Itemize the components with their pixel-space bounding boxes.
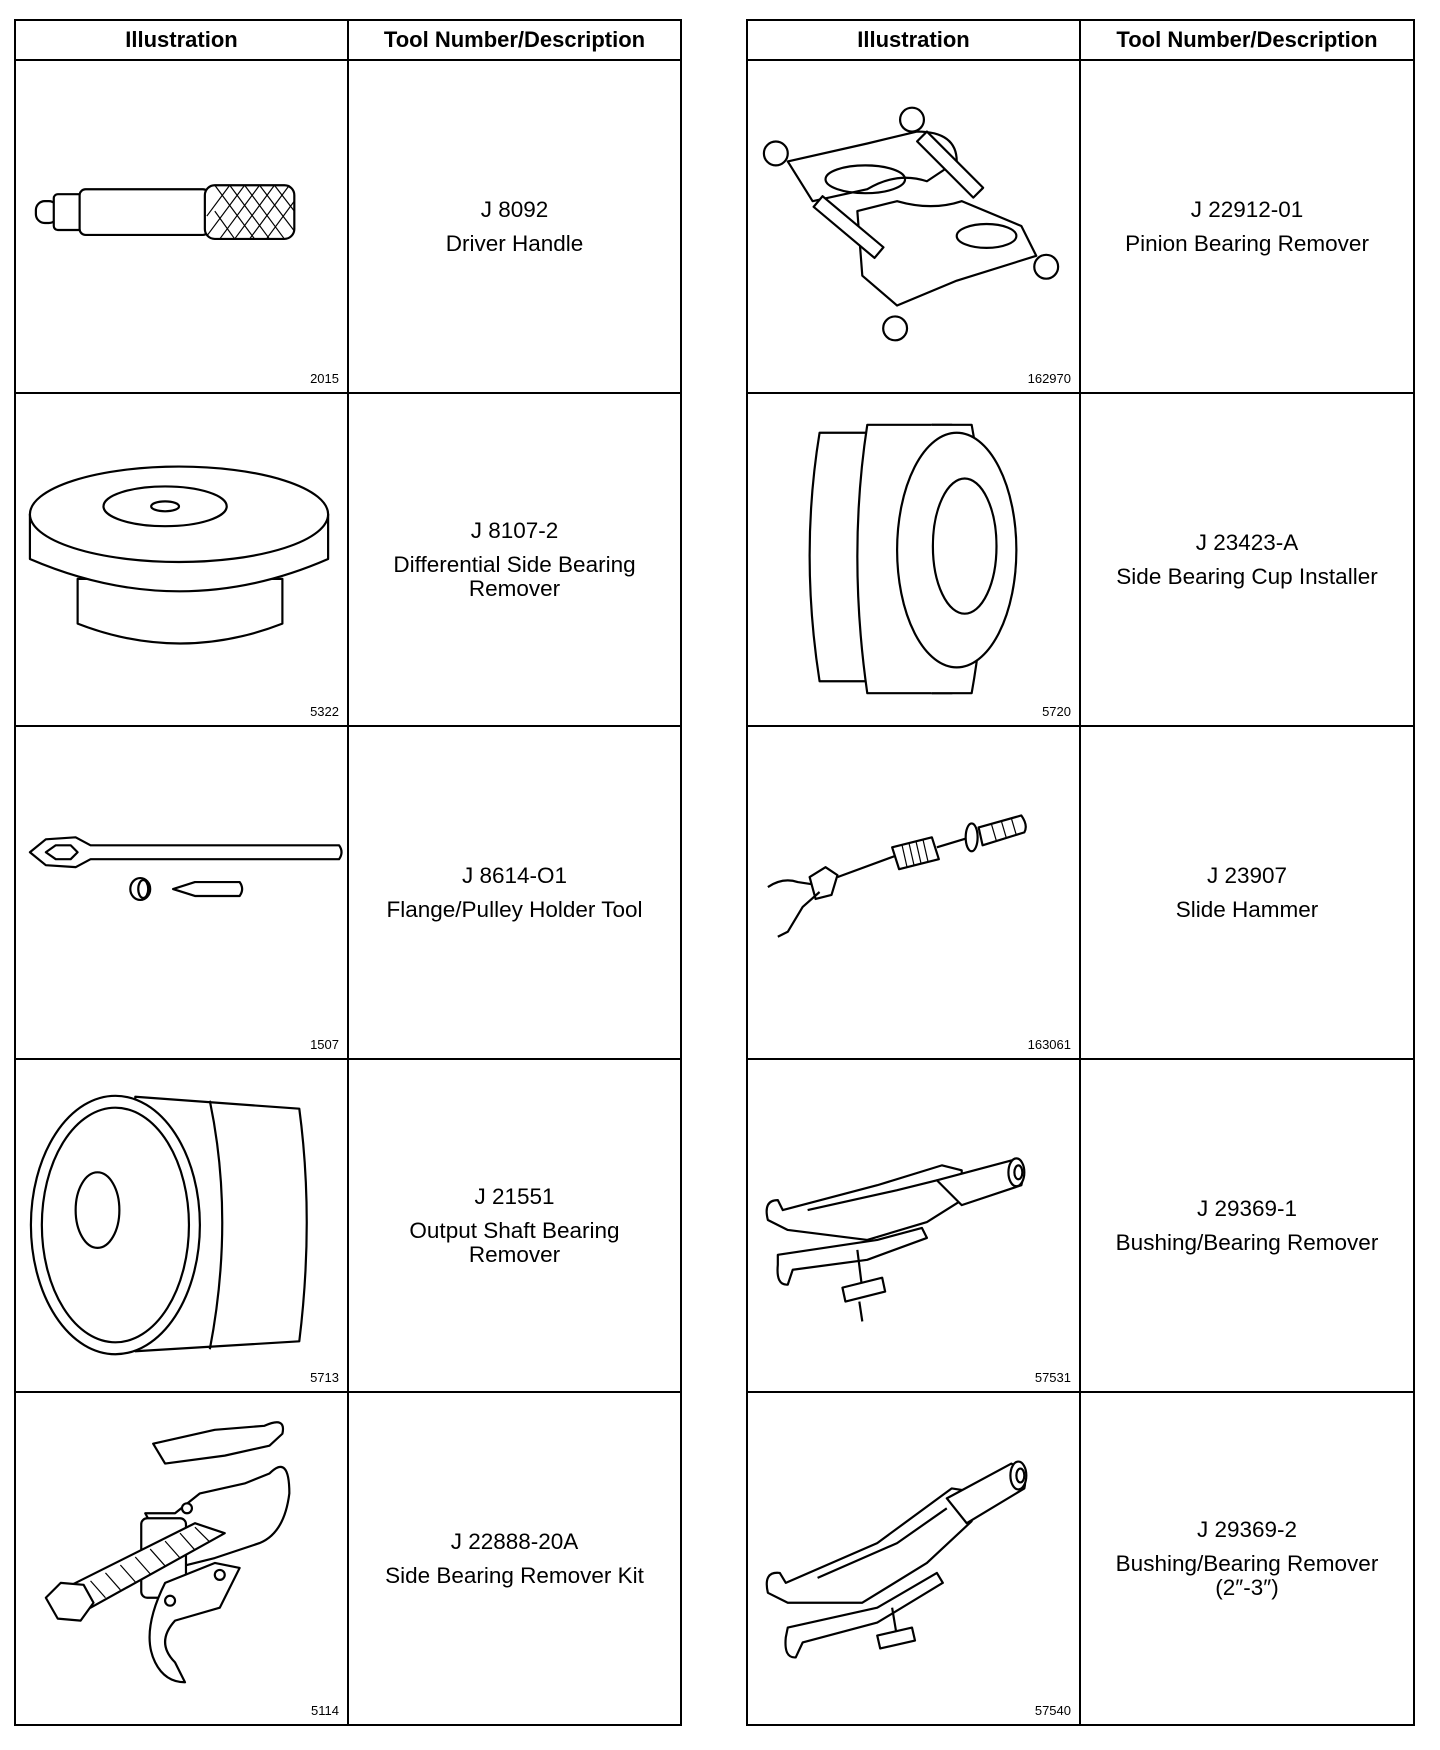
- description-cell: J 23423-A Side Bearing Cup Installer: [1079, 392, 1415, 727]
- tool-number: J 22912-01: [1190, 196, 1304, 222]
- illustration-cell: 2015: [14, 59, 349, 394]
- description-header: Tool Number/Description: [347, 19, 682, 61]
- tool-number: J 29369-1: [1196, 1195, 1298, 1221]
- table-row: 2015 J 8092 Driver Handle: [14, 59, 682, 394]
- pinion-bearing-remover-icon: [762, 106, 1060, 342]
- figure-number: 57540: [1034, 1703, 1071, 1718]
- tool-number: J 21551: [474, 1183, 555, 1209]
- table-row: 162970 J 22912-01 Pinion Bearing Remover: [746, 59, 1415, 394]
- tool-description: Output Shaft Bearing Remover: [409, 1217, 620, 1267]
- cup-installer-icon: [808, 423, 1018, 695]
- bushing-remover-icon: [765, 1157, 1026, 1322]
- figure-number: 5713: [310, 1370, 339, 1385]
- illustration-cell: 1507: [14, 725, 349, 1060]
- description-cell: J 23907 Slide Hammer: [1079, 725, 1415, 1060]
- tool-table-left: Illustration Tool Number/Description: [14, 19, 682, 1726]
- table-row: 57540 J 29369-2 Bushing/Bearing Remover …: [746, 1391, 1415, 1726]
- figure-number: 57531: [1034, 1370, 1071, 1385]
- illustration-cell: 5713: [14, 1058, 349, 1393]
- illustration-cell: 162970: [746, 59, 1081, 394]
- tool-description: Flange/Pulley Holder Tool: [386, 896, 643, 922]
- illustration-cell: 5720: [746, 392, 1081, 727]
- illustration-cell: 5114: [14, 1391, 349, 1726]
- illustration-cell: 5322: [14, 392, 349, 727]
- figure-number: 2015: [310, 371, 339, 386]
- slide-hammer-icon: [767, 814, 1027, 938]
- description-cell: J 22912-01 Pinion Bearing Remover: [1079, 59, 1415, 394]
- description-cell: J 8614-O1 Flange/Pulley Holder Tool: [347, 725, 682, 1060]
- illustration-header: Illustration: [14, 19, 349, 61]
- tool-number: J 8614-O1: [461, 862, 568, 888]
- side-bearing-remover-icon: [28, 465, 330, 645]
- table-row: 5713 J 21551 Output Shaft Bearing Remove…: [14, 1058, 682, 1393]
- tool-description: Differential Side Bearing Remover: [393, 551, 636, 601]
- table-row: 5720 J 23423-A Side Bearing Cup Installe…: [746, 392, 1415, 727]
- tool-number: J 8107-2: [470, 517, 559, 543]
- tool-description: Side Bearing Cup Installer: [1116, 563, 1378, 589]
- description-cell: J 21551 Output Shaft Bearing Remover: [347, 1058, 682, 1393]
- output-shaft-remover-icon: [29, 1094, 308, 1356]
- table-header: Illustration Tool Number/Description: [746, 19, 1415, 61]
- tool-number: J 8092: [480, 196, 549, 222]
- gear-puller-icon: [44, 1421, 291, 1684]
- table-row: 5114 J 22888-20A Side Bearing Remover Ki…: [14, 1391, 682, 1726]
- table-row: 57531 J 29369-1 Bushing/Bearing Remover: [746, 1058, 1415, 1393]
- description-header: Tool Number/Description: [1079, 19, 1415, 61]
- tool-number: J 23423-A: [1195, 529, 1299, 555]
- tool-table-right: Illustration Tool Number/Description: [746, 19, 1415, 1726]
- description-cell: J 29369-2 Bushing/Bearing Remover (2″-3″…: [1079, 1391, 1415, 1726]
- figure-number: 5720: [1042, 704, 1071, 719]
- tool-description: Bushing/Bearing Remover (2″-3″): [1115, 1550, 1379, 1600]
- tool-number: J 22888-20A: [450, 1528, 579, 1554]
- table-row: 163061 J 23907 Slide Hammer: [746, 725, 1415, 1060]
- bushing-remover-large-icon: [765, 1460, 1028, 1659]
- tool-description: Side Bearing Remover Kit: [385, 1562, 644, 1588]
- description-cell: J 8092 Driver Handle: [347, 59, 682, 394]
- figure-number: 162970: [1027, 371, 1071, 386]
- description-cell: J 8107-2 Differential Side Bearing Remov…: [347, 392, 682, 727]
- tool-description: Pinion Bearing Remover: [1125, 230, 1369, 256]
- description-cell: J 22888-20A Side Bearing Remover Kit: [347, 1391, 682, 1726]
- illustration-cell: 57531: [746, 1058, 1081, 1393]
- figure-number: 5322: [310, 704, 339, 719]
- tool-description: Bushing/Bearing Remover: [1115, 1229, 1379, 1255]
- tool-number: J 23907: [1206, 862, 1288, 888]
- tool-number: J 29369-2: [1196, 1516, 1298, 1542]
- figure-number: 5114: [311, 1703, 339, 1718]
- illustration-cell: 163061: [746, 725, 1081, 1060]
- figure-number: 1507: [310, 1037, 339, 1052]
- table-row: 1507 J 8614-O1 Flange/Pulley Holder Tool: [14, 725, 682, 1060]
- illustration-cell: 57540: [746, 1391, 1081, 1726]
- driver-handle-icon: [34, 184, 296, 241]
- figure-number: 163061: [1027, 1037, 1071, 1052]
- flange-holder-icon: [28, 836, 343, 902]
- tool-description: Driver Handle: [445, 230, 584, 256]
- tool-description: Slide Hammer: [1175, 896, 1319, 922]
- illustration-header: Illustration: [746, 19, 1081, 61]
- description-cell: J 29369-1 Bushing/Bearing Remover: [1079, 1058, 1415, 1393]
- table-row: 5322 J 8107-2 Differential Side Bearing …: [14, 392, 682, 727]
- table-header: Illustration Tool Number/Description: [14, 19, 682, 61]
